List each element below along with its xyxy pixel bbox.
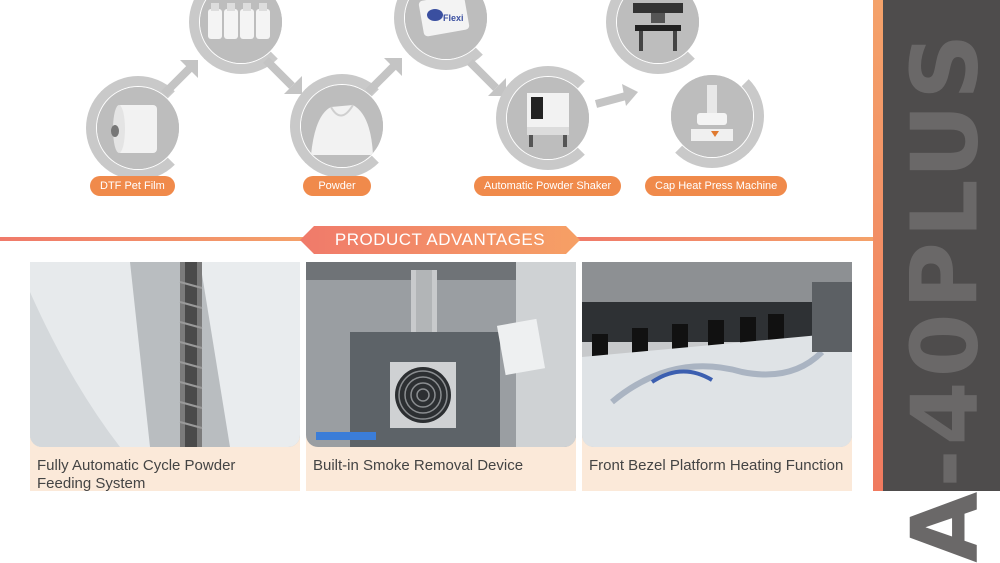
advantage-card-bezel-heating: Front Bezel Platform Heating Function xyxy=(582,262,852,491)
advantage-card-smoke-removal: Built-in Smoke Removal Device xyxy=(306,262,576,491)
flow-arrow-icon xyxy=(365,58,402,95)
cap-press-ring xyxy=(660,64,764,168)
flow-arrow-icon xyxy=(263,57,302,94)
film-image xyxy=(97,87,179,169)
bezel-heating-photo xyxy=(582,262,852,447)
powder-feeding-caption: Fully Automatic Cycle Powder Feeding Sys… xyxy=(37,457,236,491)
powder-image xyxy=(301,85,383,167)
shaker-image xyxy=(507,77,589,159)
banner-divider xyxy=(568,237,874,241)
main-panel: DTF Pet Film Powder xyxy=(0,0,876,491)
smoke-removal-caption: Built-in Smoke Removal Device xyxy=(313,457,524,474)
banner-divider xyxy=(0,237,312,241)
model-sidebar xyxy=(883,0,1000,491)
ink-bottles-image xyxy=(200,0,282,63)
advantage-card-powder-feeding: Fully Automatic Cycle Powder Feeding Sys… xyxy=(30,262,300,491)
powder-label: Powder xyxy=(303,176,371,196)
shaker-label: Automatic Powder Shaker xyxy=(474,176,622,196)
bottle-brand-text: Flexi xyxy=(443,13,464,23)
cap-press-image xyxy=(671,75,753,157)
side-accent-line xyxy=(873,0,883,491)
powder-ring xyxy=(290,74,394,178)
bottles-ring xyxy=(189,0,293,74)
printer-ring xyxy=(394,0,498,70)
model-name-text: A-40PLUS II xyxy=(891,0,999,563)
flow-arrow-icon xyxy=(594,84,638,108)
flow-arrow-icon xyxy=(467,59,506,96)
flow-arrow-icon xyxy=(161,60,198,97)
heat-press-ring xyxy=(606,0,710,74)
heat-press-image xyxy=(617,0,699,63)
film-ring xyxy=(86,76,190,180)
smoke-removal-photo xyxy=(306,262,576,447)
powder-feeding-photo xyxy=(30,262,300,447)
shaker-ring xyxy=(496,66,600,170)
bezel-heating-caption: Front Bezel Platform Heating Function xyxy=(589,457,844,474)
cap-press-label: Cap Heat Press Machine xyxy=(645,176,788,196)
advantages-title: PRODUCT ADVANTAGES xyxy=(300,226,580,254)
film-label: DTF Pet Film xyxy=(90,176,175,196)
